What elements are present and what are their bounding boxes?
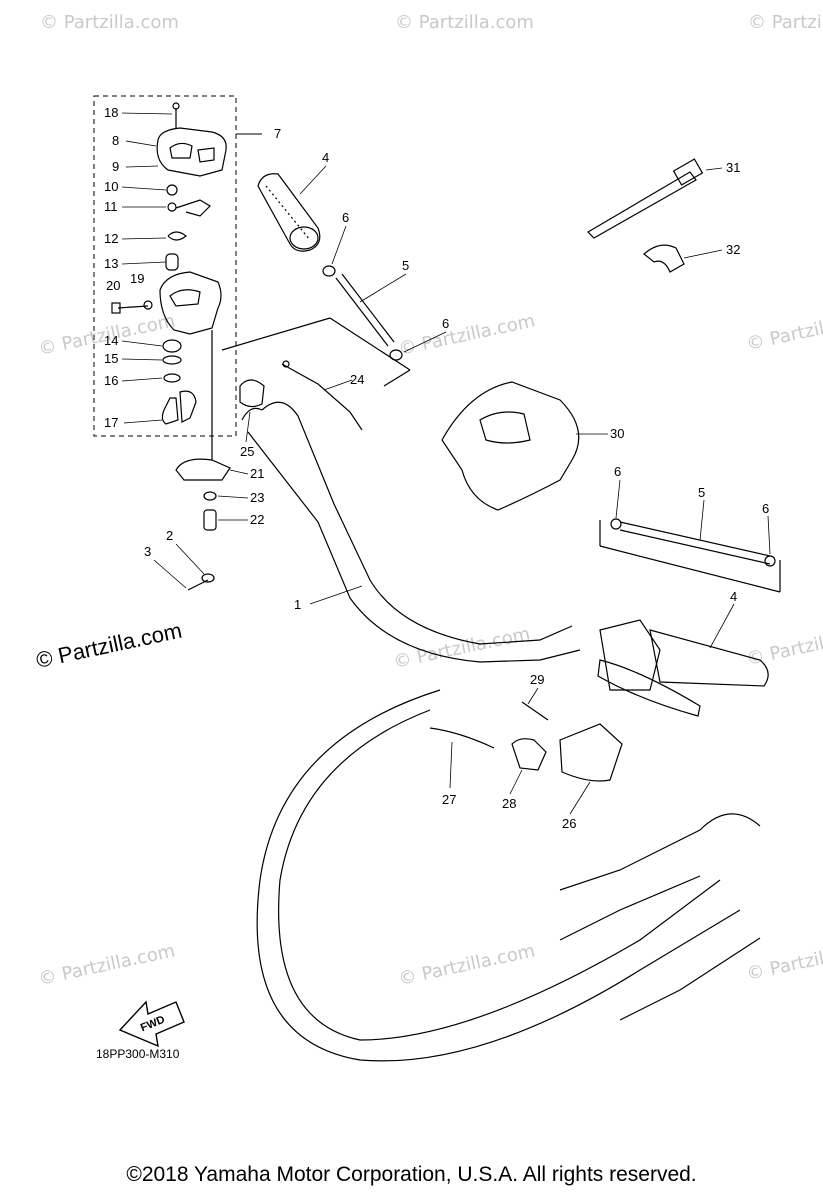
callout-label: 23 [250,490,264,505]
callout-label: 5 [698,485,705,500]
callout-label: 16 [104,373,118,388]
callout-label: 13 [104,256,118,271]
copyright-notice: ©2018 Yamaha Motor Corporation, U.S.A. A… [126,1163,697,1186]
watermark: © Partzilla.com [397,940,537,989]
throttle-assembly-box [93,95,237,437]
watermark: © Partzilla.com [392,623,532,672]
callout-label: 1 [294,597,301,612]
callout-label: 22 [250,512,264,527]
diagram-code: 18PP300-M310 [96,1047,180,1061]
callout-label: 30 [610,426,624,441]
callout-label: 25 [240,444,254,459]
callout-label: 6 [442,316,449,331]
watermark: © Partzilla.com [40,12,179,33]
callout-label: 6 [342,210,349,225]
callout-label: 11 [104,199,118,214]
callout-label: 21 [250,466,264,481]
callout-label: 20 [106,278,120,293]
callout-label: 14 [104,333,118,348]
callout-label: 6 [762,501,769,516]
callout-label: 10 [104,179,118,194]
throttle-housing-parts [111,102,227,460]
callout-label: 32 [726,242,740,257]
callout-label: 15 [104,351,118,366]
callout-label: 31 [726,160,740,175]
callout-label: 7 [274,126,281,141]
callout-label: 3 [144,544,151,559]
callout-label: 29 [530,672,544,687]
fwd-arrow: FWD [118,1000,185,1048]
callout-labels: 18 8 9 10 11 12 13 20 19 14 15 16 17 7 4… [104,105,769,831]
callout-label: 17 [104,415,118,430]
callout-label: 19 [130,271,144,286]
callout-label: 24 [350,372,364,387]
callout-label: 8 [112,133,119,148]
watermark: © Partzilla.com [395,12,534,33]
callout-label: 18 [104,105,118,120]
callout-label: 27 [442,792,456,807]
watermarks: © Partzilla.com © Partzilla.com © Partzi… [37,12,823,990]
callout-label: 28 [502,796,516,811]
watermark: © Partzilla.com [745,620,823,669]
callout-leaders [121,112,771,815]
callout-label: 2 [166,528,173,543]
partzilla-logo: © Partzilla.com [34,618,184,673]
callout-label: 5 [402,258,409,273]
handlebar-parts [175,158,781,1062]
callout-label: 6 [614,464,621,479]
watermark: © Partzilla.com [397,310,537,359]
watermark: © Partzilla.com [745,305,823,354]
callout-label: 9 [112,159,119,174]
callout-label: 26 [562,816,576,831]
callout-label: 4 [322,150,329,165]
callout-label: 4 [730,589,737,604]
watermark: © Partzilla.com [37,940,177,989]
watermark: © Partzilla.com [745,935,823,984]
watermark: © Partzilla.com [748,12,823,33]
callout-label: 12 [104,231,118,246]
